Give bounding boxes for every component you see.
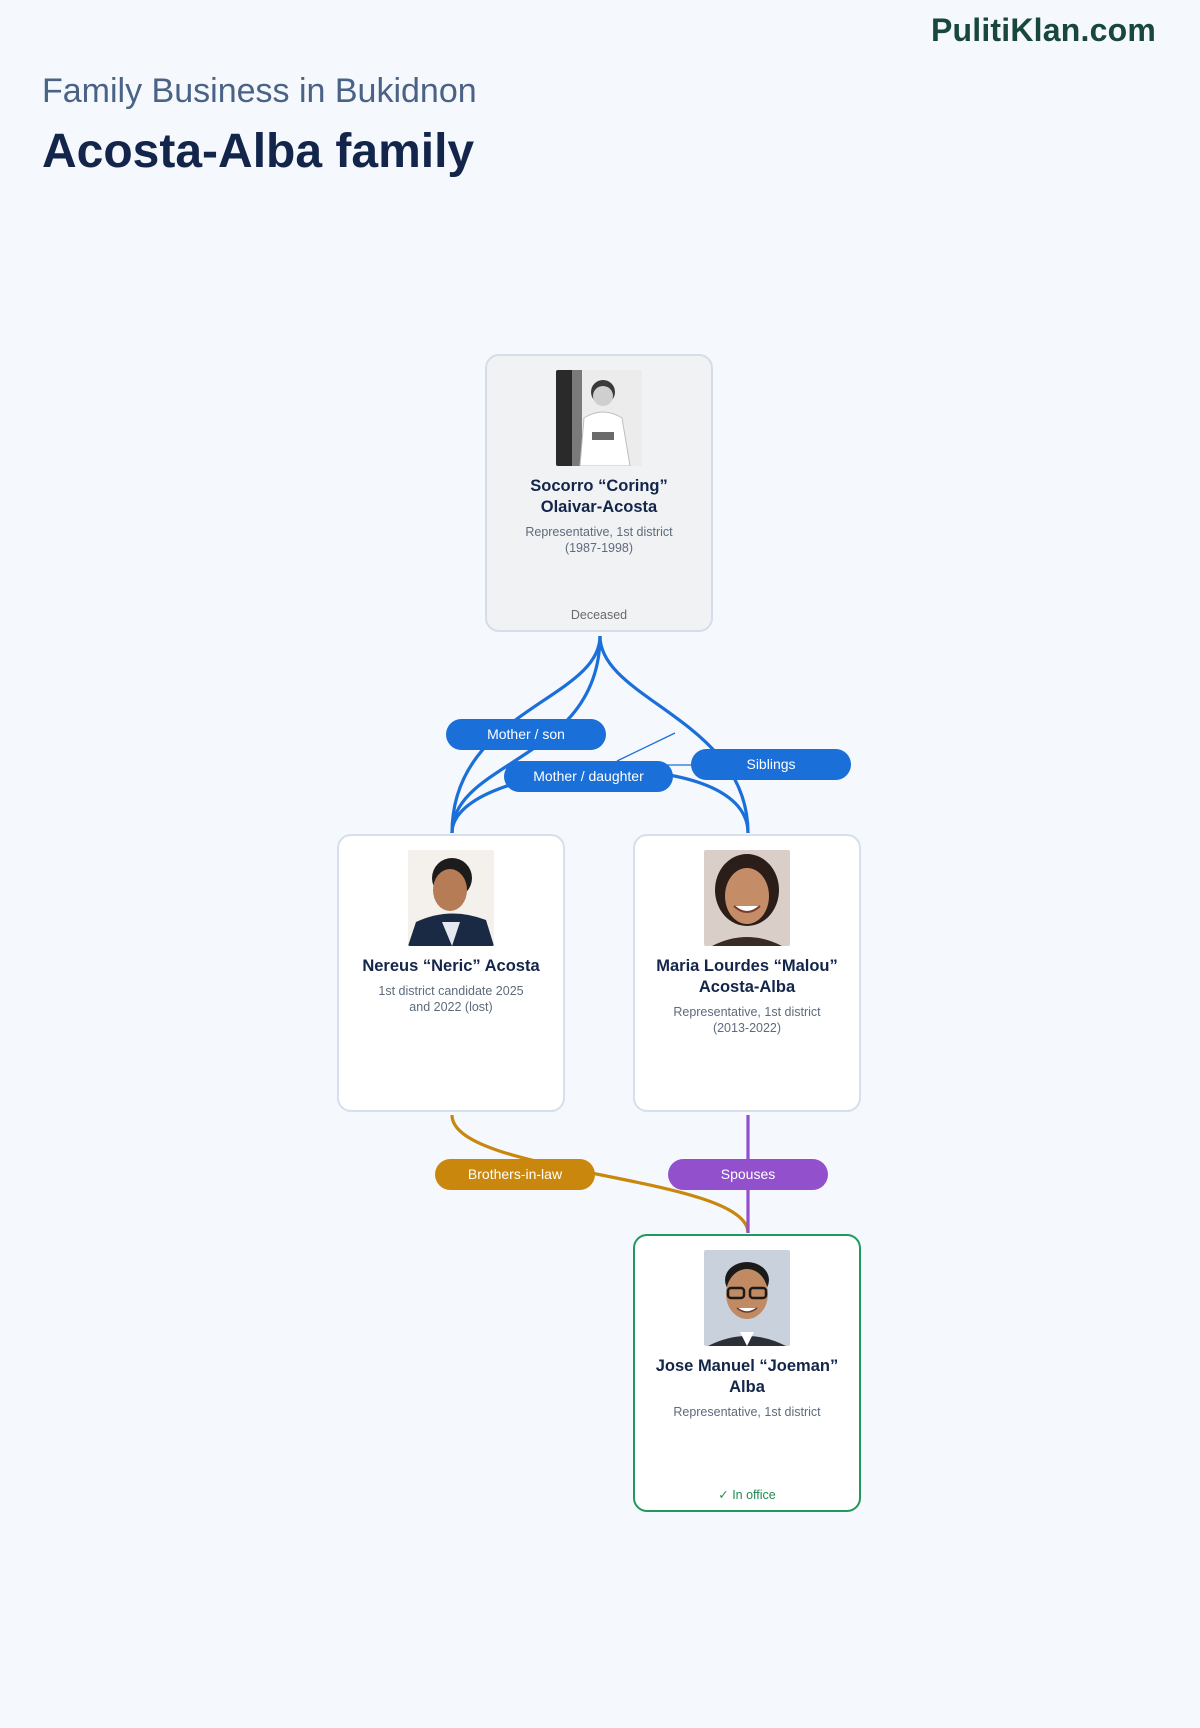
relation-label-siblings: Siblings: [691, 749, 851, 780]
person-role: Representative, 1st district: [673, 1405, 821, 1419]
page-title: Acosta-Alba family: [42, 125, 475, 178]
relation-label-brothers-in-law: Brothers-in-law: [435, 1159, 595, 1190]
line-mother-daughter-right: [598, 635, 750, 834]
person-name: Jose Manuel “Joeman” Alba: [655, 1357, 839, 1396]
line-siblings-connector: [616, 732, 676, 762]
person-role: Representative, 1st district (1987-1998): [525, 525, 673, 555]
relation-label-mother-son: Mother / son: [446, 719, 606, 750]
status-badge: ✓ In office: [718, 1488, 776, 1502]
portrait-photo: [704, 1250, 790, 1346]
person-card-maria[interactable]: Maria Lourdes “Malou” Acosta-Alba Repres…: [633, 834, 861, 1112]
person-role: 1st district candidate 2025 and 2022 (lo…: [378, 984, 524, 1014]
portrait-photo: [408, 850, 494, 946]
brand-logo[interactable]: PulitiKlan.com: [930, 12, 1156, 48]
line-mother-son: [450, 635, 602, 834]
person-card-nereus[interactable]: Nereus “Neric” Acosta 1st district candi…: [337, 834, 565, 1112]
person-card-jose[interactable]: Jose Manuel “Joeman” Alba Representative…: [633, 1234, 861, 1512]
page-subtitle: Family Business in Bukidnon: [42, 72, 477, 110]
person-name: Socorro “Coring” Olaivar-Acosta: [530, 477, 668, 516]
portrait-photo: [704, 850, 790, 946]
person-role: Representative, 1st district (2013-2022): [673, 1005, 821, 1035]
line-mother-daughter-left: [450, 635, 602, 834]
line-brothers-in-law: [450, 1114, 750, 1234]
status-badge: Deceased: [570, 608, 628, 622]
portrait-photo: [556, 370, 642, 466]
relation-label-spouses: Spouses: [668, 1159, 828, 1190]
person-name: Maria Lourdes “Malou” Acosta-Alba: [656, 957, 838, 996]
relation-label-mother-daughter: Mother / daughter: [504, 761, 673, 792]
person-card-socorro[interactable]: Socorro “Coring” Olaivar-Acosta Represen…: [485, 354, 713, 632]
person-name: Nereus “Neric” Acosta: [362, 957, 540, 975]
